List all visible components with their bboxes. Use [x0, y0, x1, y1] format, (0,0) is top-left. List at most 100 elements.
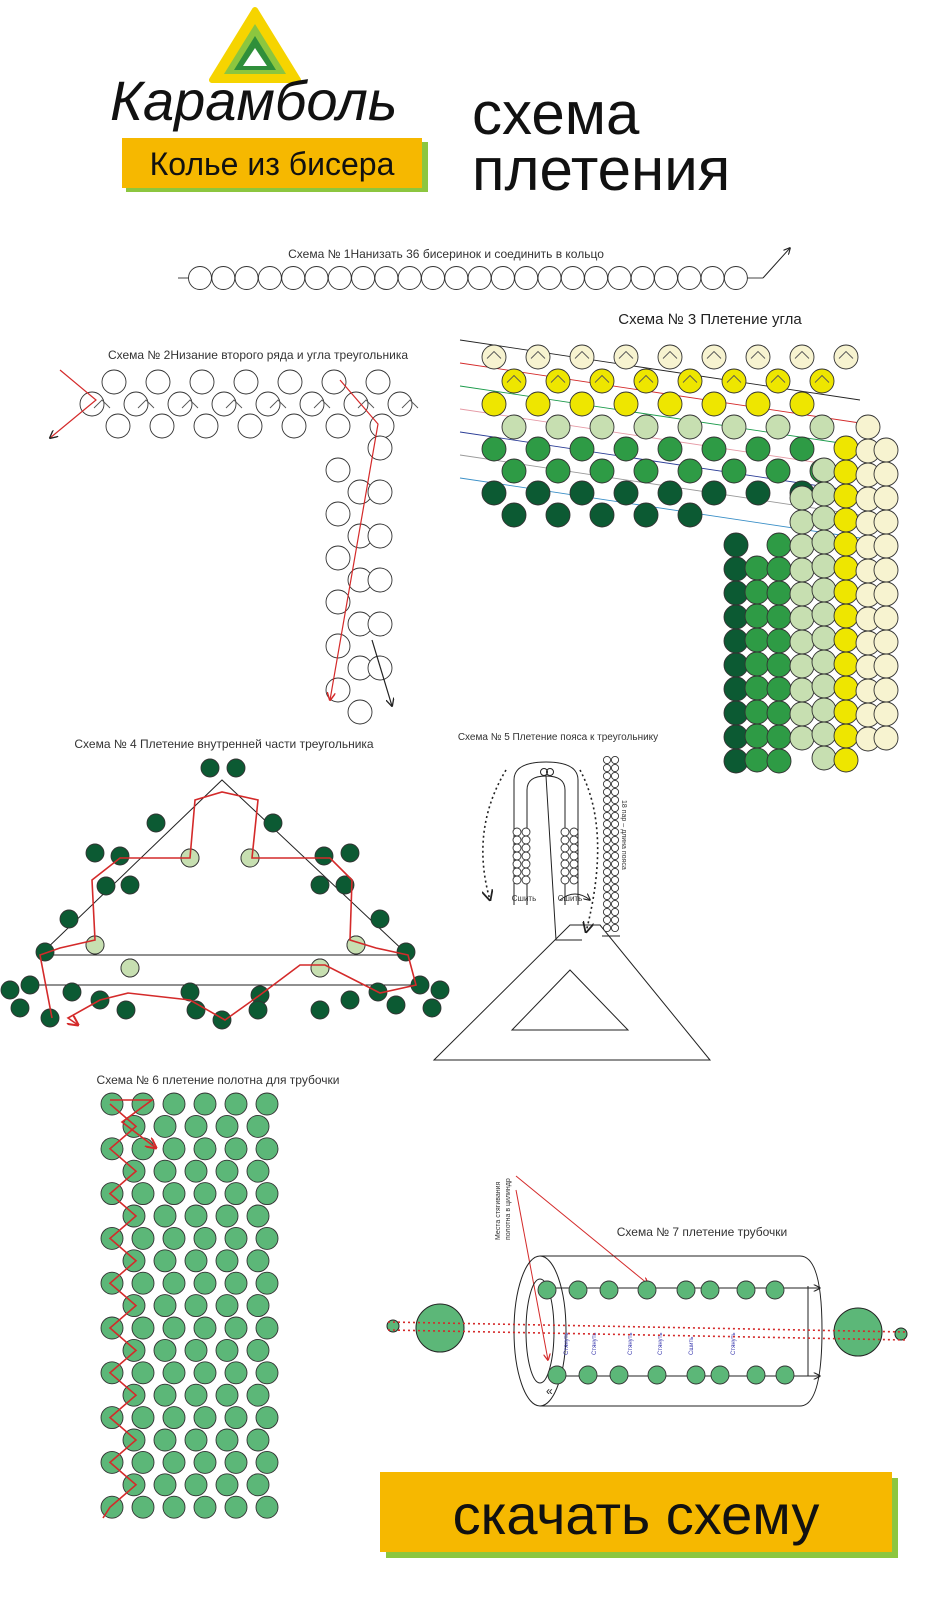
product-name: Колье из бисера [150, 146, 395, 182]
product-badge: Колье из бисера [122, 138, 428, 192]
scheme-1-bead [537, 266, 562, 290]
scheme-4-bead [248, 1000, 268, 1020]
scheme-5-bead [610, 899, 620, 909]
thread-chevron [506, 374, 522, 383]
scheme-4-bead [310, 958, 330, 978]
scheme-6-bead [215, 1204, 239, 1228]
scheme-6-bead [131, 1092, 155, 1116]
scheme-3-bead [525, 436, 551, 462]
scheme-1-bead [607, 266, 632, 290]
scheme-3-bead [723, 580, 749, 606]
scheme-5-bead [602, 787, 612, 797]
scheme-5-bead [602, 899, 612, 909]
scheme-5-bead [610, 755, 620, 765]
scheme-1-bead [397, 266, 422, 290]
scheme-3-bead [657, 344, 683, 370]
scheme-3-bead [833, 651, 859, 677]
thread-chevron [225, 399, 243, 409]
scheme-3-bead [789, 725, 815, 751]
scheme-1-bead [421, 266, 445, 290]
scheme-3-bead [789, 344, 815, 370]
scheme-4-bead [116, 1000, 136, 1020]
scheme-3-bead [811, 481, 837, 507]
scheme-3-bead [811, 721, 837, 747]
scheme-3-bead [873, 461, 899, 487]
scheme-2: Схема № 2Низание второго ряда и угла тре… [50, 348, 419, 725]
scheme-6-bead [193, 1092, 217, 1116]
scheme-3-bead [833, 627, 859, 653]
scheme-6-bead [153, 1338, 177, 1362]
scheme-7-bead [547, 1365, 567, 1385]
scheme-3-bead [855, 414, 881, 440]
scheme-2-thread-red [330, 379, 379, 700]
scheme-5-bead [560, 851, 570, 861]
scheme-3-bead [873, 485, 899, 511]
scheme-2-bead [189, 369, 215, 395]
scheme-6-bead [255, 1092, 279, 1116]
scheme-2-bead [367, 567, 393, 593]
scheme-2-bead [365, 369, 391, 395]
scheme-2-bead [367, 611, 393, 637]
scheme-3-bead [766, 556, 792, 582]
scheme-7-bead [647, 1365, 667, 1385]
title-line-2: плетения [472, 136, 730, 203]
scheme-2-bead [145, 369, 171, 395]
scheme-3-bead [833, 675, 859, 701]
scheme-3-bead [501, 458, 527, 484]
scheme-3-bead [721, 458, 747, 484]
scheme-6-beads [100, 1092, 279, 1519]
thread-chevron [550, 374, 566, 383]
scheme-7-bead [710, 1365, 730, 1385]
scheme-5-bead [521, 859, 531, 869]
scheme-6-bead [255, 1450, 279, 1474]
scheme-3-bead [613, 391, 639, 417]
scheme-3-bead [744, 603, 770, 629]
scheme-6-bead [215, 1114, 239, 1138]
scheme-5-bead [521, 851, 531, 861]
scheme-3-bead [744, 651, 770, 677]
scheme-5-bead [602, 843, 612, 853]
scheme-4-bead [146, 813, 166, 833]
scheme-7-bead [700, 1280, 720, 1300]
scheme-2-bead [343, 391, 369, 417]
scheme-2-bead [387, 391, 413, 417]
scheme-6-bead [193, 1361, 217, 1385]
thread-segment [459, 385, 861, 447]
scheme-5-bead [602, 755, 612, 765]
scheme-6-bead [224, 1092, 248, 1116]
scheme-3-bead [569, 436, 595, 462]
scheme-1-beads [188, 266, 748, 290]
scheme-7-end-bead-right [833, 1307, 883, 1357]
scheme-5-bead [610, 867, 620, 877]
scheme-3-bead [525, 480, 551, 506]
scheme-5-bead [610, 859, 620, 869]
scheme-3-bead [723, 748, 749, 774]
scheme-5-bead [610, 907, 620, 917]
scheme-6-bead [131, 1226, 155, 1250]
scheme-2-bead [325, 677, 351, 703]
download-scheme-button[interactable]: скачать схему [380, 1472, 898, 1558]
thread-chevron [638, 374, 654, 383]
scheme-3-bead [789, 533, 815, 559]
scheme-3-bead [545, 368, 571, 394]
scheme-5-bead [602, 883, 612, 893]
scheme-6-bead [193, 1406, 217, 1430]
scheme-6-bead [131, 1406, 155, 1430]
scheme-4-bead [340, 990, 360, 1010]
scheme-3-bead [481, 436, 507, 462]
scheme-3-bead [589, 502, 615, 528]
scheme-7-pull-label: Стянуть [731, 1332, 737, 1355]
scheme-4-bead [310, 875, 330, 895]
scheme-5-bead [602, 875, 612, 885]
scheme-6-bead [153, 1383, 177, 1407]
scheme-3-bead [833, 579, 859, 605]
scheme-6-bead [162, 1495, 186, 1519]
scheme-2-bead [277, 369, 303, 395]
thread-chevron [574, 350, 590, 359]
scheme-3-bead [723, 532, 749, 558]
scheme-6-bead [224, 1495, 248, 1519]
scheme-4-bead [59, 909, 79, 929]
thread-chevron [181, 399, 199, 409]
scheme-6-bead [162, 1226, 186, 1250]
scheme-5-bead [602, 827, 612, 837]
